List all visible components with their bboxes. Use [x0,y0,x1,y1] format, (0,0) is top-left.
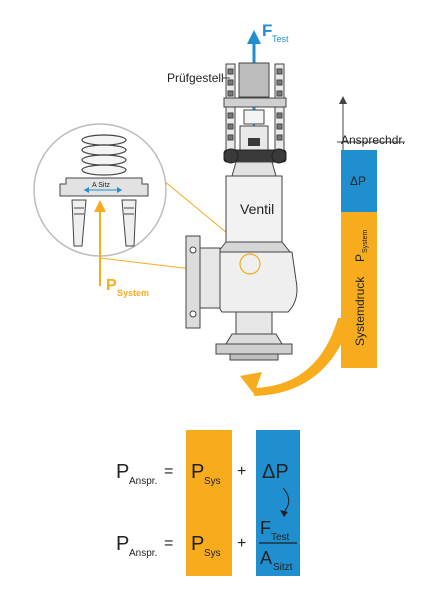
formula-lhs-2-sub: Anspr. [129,548,157,559]
formula-psys-1-sub: Sys [204,476,221,487]
spring-icon [81,134,127,176]
formula-a-seat-sub: Sitzt [273,562,293,573]
formula-lhs-2: P [116,533,129,555]
pressure-bar: Ansprechdr. ΔP Systemdruck P System [337,96,405,368]
safety-valve: Ventil [185,161,298,361]
formula-f-test-sub: Test [271,532,290,543]
formula-delta-column [256,430,300,576]
system-pressure-bar-label: Systemdruck [353,276,367,346]
formula-a-seat: A [260,548,272,568]
formula-plus-1: + [237,463,246,480]
system-pressure-segment [341,212,377,368]
seat-area-label: A Sitz [92,182,110,189]
formula-psys-1: P [191,461,204,483]
formula-psys-2: P [191,533,204,555]
formula-lhs-1: P [116,461,129,483]
formula: P Anspr. = P Sys + ΔP P Anspr. = P Sys +… [116,430,300,576]
force-label: F [262,21,272,40]
response-pressure-label: Ansprechdr. [341,133,405,147]
bar-p-label-sub: System [362,229,369,253]
seat-detail-zoom: A Sitz P System [33,123,167,298]
rig-rod-right [274,63,285,157]
bar-p-label: P [353,254,367,262]
delta-p-segment [341,150,377,212]
formula-f-test: F [260,518,271,538]
valve-label: Ventil [240,201,274,217]
formula-equals-2: = [164,535,173,552]
feedback-arrow [240,318,352,396]
formula-relation-arrow [282,487,290,513]
formula-delta-p: ΔP [262,461,289,483]
force-label-sub: Test [272,34,289,44]
formula-psys-column [186,430,232,576]
system-pressure-label-sub: System [117,288,149,298]
test-rig-label: Prüfgestell [167,71,224,85]
formula-plus-2: + [237,535,246,552]
formula-equals-1: = [164,463,173,480]
delta-p-bar-label: ΔP [350,174,366,188]
test-rig: Prüfgestell [167,62,287,164]
formula-psys-2-sub: Sys [204,548,221,559]
system-pressure-label: P [106,277,117,294]
formula-lhs-1-sub: Anspr. [129,476,157,487]
